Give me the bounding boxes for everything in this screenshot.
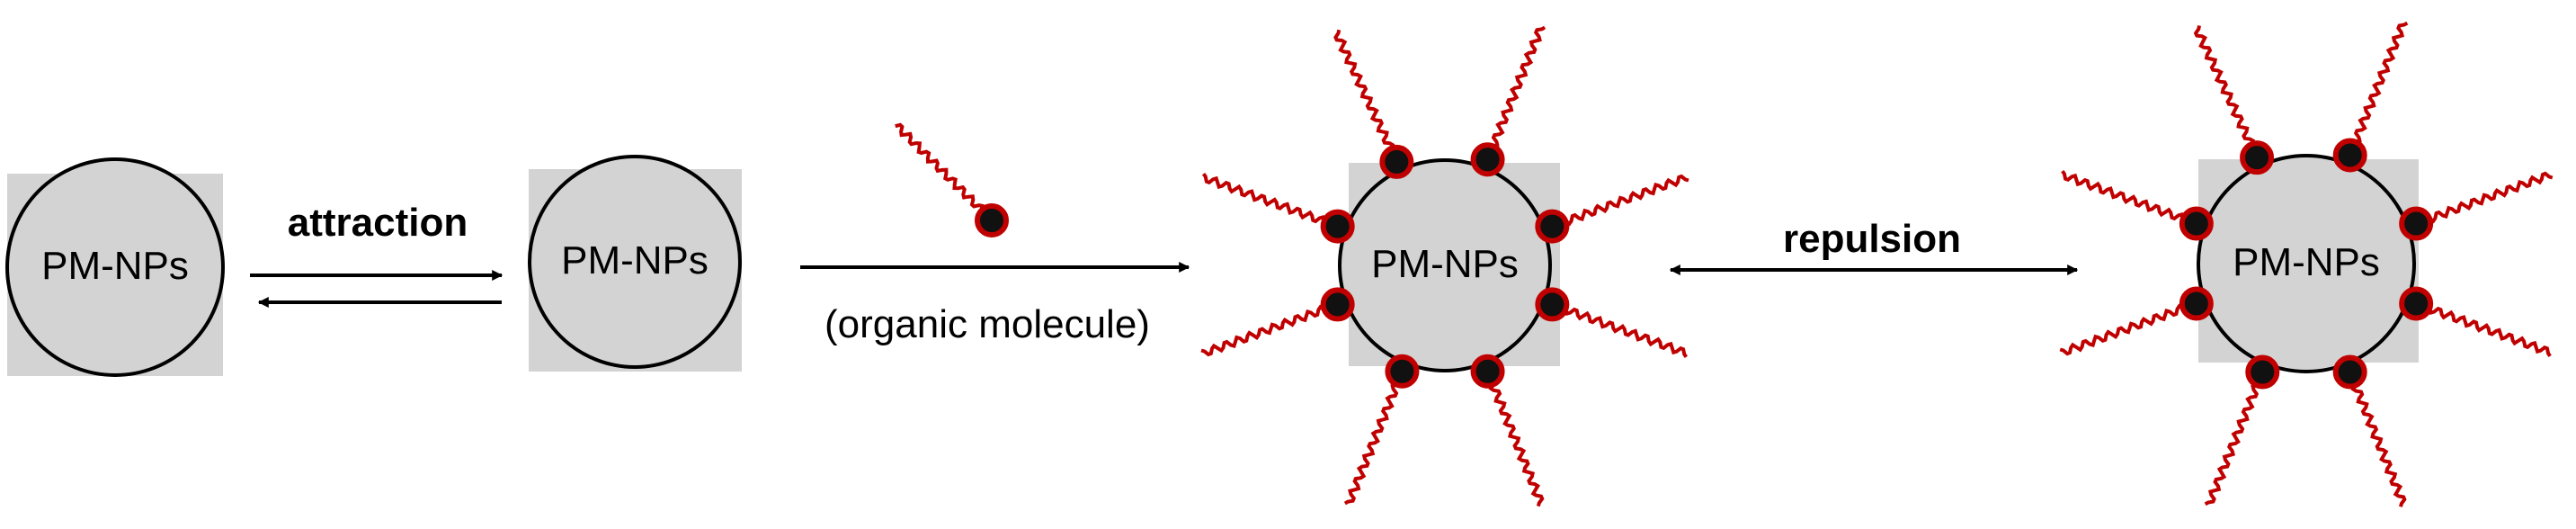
ligand-icon bbox=[2204, 354, 2280, 507]
ligand-head bbox=[1320, 209, 1355, 244]
ligand-icon bbox=[2061, 169, 2214, 241]
ligand-head bbox=[2179, 286, 2214, 321]
ligand-tail bbox=[2059, 303, 2184, 356]
ligand-tail bbox=[1201, 173, 1326, 224]
np-circle-icon bbox=[528, 155, 742, 369]
functionalized-nanoparticle-1: PM-NPs bbox=[1200, 25, 1689, 507]
ligand-head bbox=[2399, 286, 2434, 321]
organic-molecule-label: (organic molecule) bbox=[824, 302, 1150, 346]
ligand-icon bbox=[1333, 29, 1414, 179]
functionalized-nanoparticle-2: PM-NPs bbox=[2059, 21, 2554, 507]
ligand-tail bbox=[2353, 21, 2409, 144]
ligand-tail bbox=[1488, 383, 1545, 507]
ligand-icon bbox=[1343, 354, 1420, 506]
ligand-icon bbox=[1535, 174, 1689, 244]
ligand-head bbox=[2245, 354, 2280, 390]
ligand-icon bbox=[2399, 286, 2552, 358]
np-label: PM-NPs bbox=[2233, 240, 2380, 284]
equilibrium-arrow: attraction bbox=[250, 201, 504, 308]
ligand-tail bbox=[2193, 25, 2256, 146]
ligand-head bbox=[1535, 209, 1570, 244]
ligand-icon bbox=[895, 122, 1009, 238]
ligand-group bbox=[2059, 21, 2554, 507]
ligand-tail bbox=[2429, 171, 2554, 224]
ligand-icon bbox=[1200, 287, 1355, 357]
ligand-tail bbox=[1343, 382, 1399, 506]
ligand-icon bbox=[1201, 173, 1355, 244]
ligand-tail bbox=[895, 122, 985, 211]
ligand-tail bbox=[2350, 384, 2407, 507]
ligand-head bbox=[1385, 354, 1420, 389]
np-label: PM-NPs bbox=[41, 244, 189, 288]
ligand-group bbox=[1200, 25, 1689, 507]
ligand-head bbox=[2240, 140, 2275, 175]
ligand-icon bbox=[2332, 21, 2409, 173]
ligand-icon bbox=[2059, 286, 2214, 356]
ligand-head bbox=[2399, 206, 2434, 241]
np-label: PM-NPs bbox=[561, 238, 709, 282]
np-circle-icon bbox=[2197, 154, 2416, 373]
reaction-arrow: (organic molecule) bbox=[800, 122, 1190, 346]
ligand-head bbox=[1470, 354, 1505, 389]
attraction-label: attraction bbox=[288, 201, 468, 245]
ligand-tail bbox=[1564, 307, 1689, 358]
ligand-icon bbox=[2193, 25, 2275, 175]
ligand-head bbox=[1535, 287, 1570, 322]
ligand-tail bbox=[1564, 174, 1689, 227]
ligand-icon bbox=[1470, 25, 1546, 177]
ligand-head bbox=[2179, 206, 2214, 241]
ligand-head bbox=[975, 203, 1009, 238]
ligand-icon bbox=[1470, 354, 1545, 507]
repulsion-label: repulsion bbox=[1783, 217, 1961, 261]
ligand-icon bbox=[1535, 287, 1689, 358]
ligand-head bbox=[2332, 138, 2367, 173]
nanoparticle-2: PM-NPs bbox=[528, 155, 742, 372]
np-label: PM-NPs bbox=[1371, 242, 1519, 286]
repulsion-arrow: repulsion bbox=[1669, 217, 2079, 275]
ligand-head bbox=[1320, 287, 1355, 322]
organic-molecule-icon bbox=[895, 122, 1009, 238]
np-circle-icon bbox=[1338, 158, 1552, 372]
ligand-head bbox=[2332, 354, 2367, 390]
ligand-tail bbox=[1491, 25, 1546, 148]
ligand-tail bbox=[2204, 383, 2260, 507]
ligand-icon bbox=[2332, 354, 2407, 507]
nanoparticle-1: PM-NPs bbox=[5, 157, 225, 377]
ligand-tail bbox=[1333, 29, 1395, 150]
ligand-tail bbox=[2061, 169, 2185, 221]
ligand-icon bbox=[2399, 171, 2554, 241]
np-circle-icon bbox=[5, 157, 225, 377]
ligand-tail bbox=[1200, 304, 1325, 357]
ligand-head bbox=[1379, 144, 1414, 179]
ligand-head bbox=[1470, 142, 1505, 177]
ligand-tail bbox=[2428, 306, 2552, 358]
